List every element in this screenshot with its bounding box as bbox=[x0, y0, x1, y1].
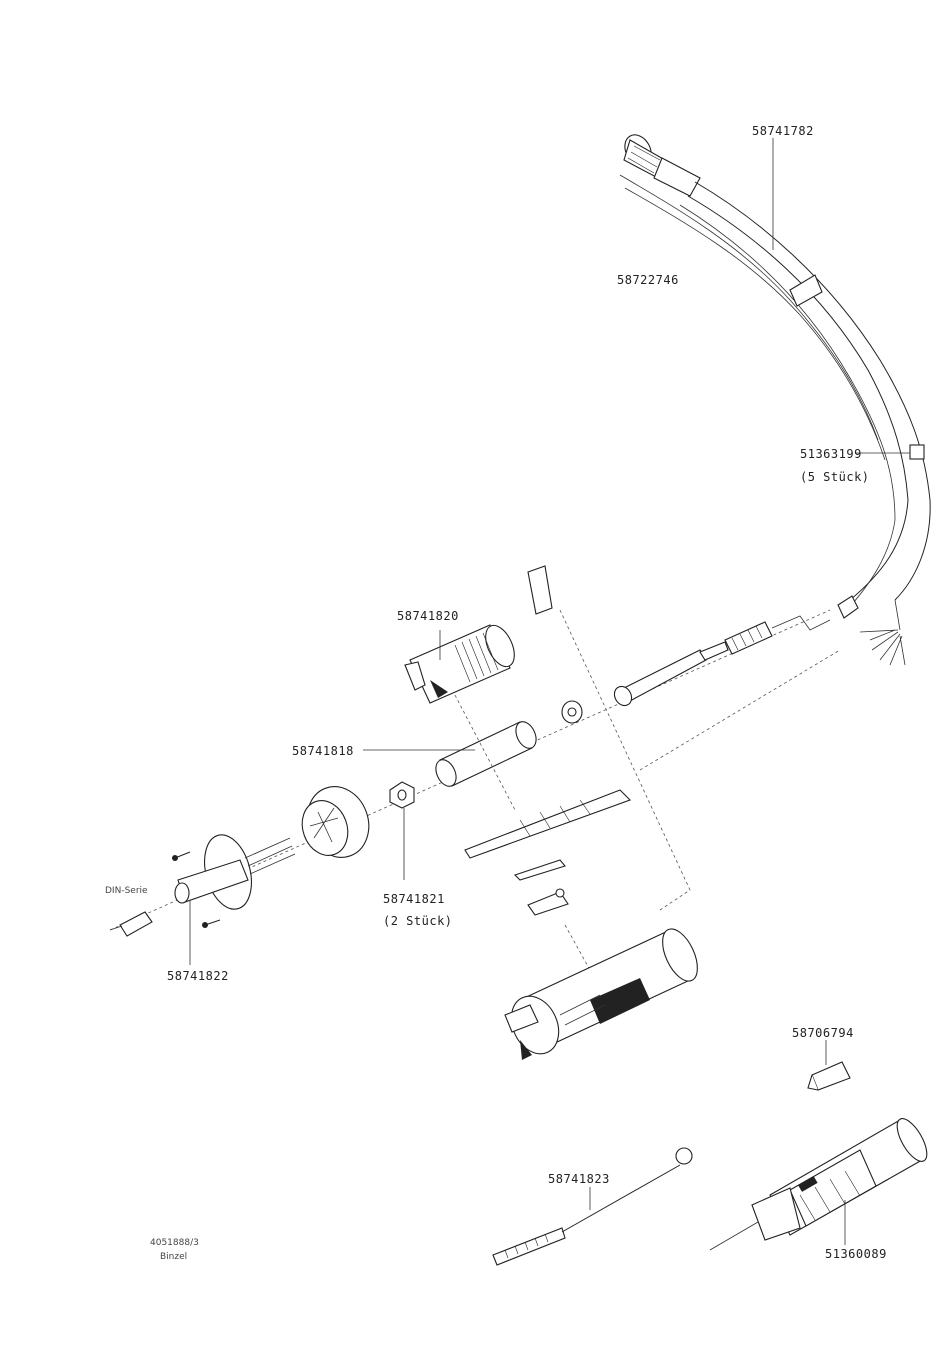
label-58741818: 58741818 bbox=[292, 744, 354, 758]
label-58741821: 58741821 bbox=[383, 892, 445, 906]
disc-part bbox=[295, 778, 379, 866]
small-spring-clip bbox=[515, 860, 565, 880]
assembled-handle bbox=[502, 924, 704, 1062]
cleaning-brush bbox=[493, 1148, 692, 1265]
label-58741823: 58741823 bbox=[548, 1172, 610, 1186]
label-58706794: 58706794 bbox=[792, 1026, 854, 1040]
label-58741820: 58741820 bbox=[397, 609, 459, 623]
label-58741782: 58741782 bbox=[752, 124, 814, 138]
cable-hose-assembly bbox=[620, 130, 931, 665]
footer-drawing-sub: Binzel bbox=[160, 1252, 187, 1262]
nozzle-tip bbox=[808, 1062, 850, 1090]
label-58722746: 58722746 bbox=[617, 273, 679, 287]
blade-part bbox=[465, 790, 630, 858]
label-51363199: 51363199 bbox=[800, 447, 862, 461]
assembly-path-trigger bbox=[565, 925, 590, 970]
flange-assembly bbox=[110, 830, 295, 936]
hex-nut bbox=[390, 782, 414, 808]
footer-drawing-number: 4051888/3 bbox=[150, 1238, 199, 1248]
complete-torch-handle bbox=[710, 1114, 933, 1250]
assembly-path-upper bbox=[560, 610, 690, 910]
knurled-grip bbox=[405, 621, 520, 703]
contact-spring bbox=[725, 616, 830, 654]
small-nut bbox=[562, 701, 582, 723]
label-din-serie: DIN-Serie bbox=[105, 886, 148, 896]
contact-pin bbox=[611, 642, 728, 709]
label-51360089: 51360089 bbox=[825, 1247, 887, 1261]
label-58741822: 58741822 bbox=[167, 969, 229, 983]
cable-connector bbox=[620, 130, 700, 196]
top-clip bbox=[528, 566, 552, 614]
label-58741821-qty: (2 Stück) bbox=[383, 914, 453, 928]
label-51363199-qty: (5 Stück) bbox=[800, 470, 870, 484]
trigger-part bbox=[528, 889, 568, 915]
